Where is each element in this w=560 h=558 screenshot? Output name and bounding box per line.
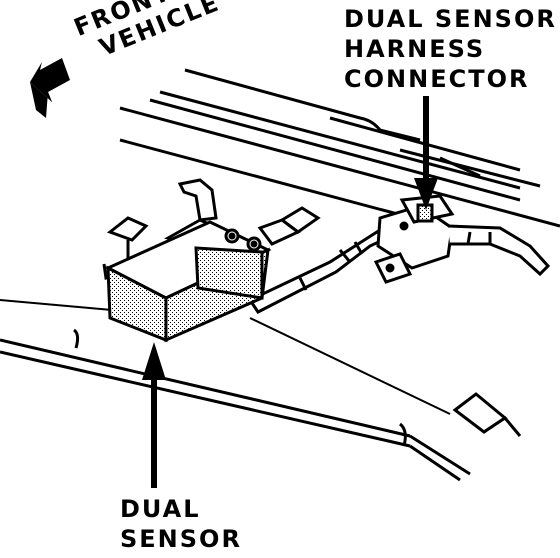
connector-label: DUAL SENSOR HARNESS CONNECTOR xyxy=(344,4,557,94)
connector-leader-arrow xyxy=(414,96,438,210)
connector-label-line2: HARNESS xyxy=(344,35,486,63)
sensor-label: DUAL SENSOR xyxy=(120,494,242,554)
dual-sensor-module xyxy=(102,178,321,343)
sensor-label-line1: DUAL xyxy=(120,495,201,523)
wires xyxy=(0,299,451,415)
sensor-label-line2: SENSOR xyxy=(120,525,242,553)
harness-connector xyxy=(373,194,551,284)
front-arrow-icon xyxy=(30,58,70,118)
connector-label-line1: DUAL SENSOR xyxy=(344,5,557,33)
sensor-leader-arrow xyxy=(142,342,166,488)
upper-rails xyxy=(119,68,560,228)
lower-rail xyxy=(0,328,471,482)
lower-bracket xyxy=(452,392,522,437)
connector-label-line3: CONNECTOR xyxy=(344,65,530,93)
